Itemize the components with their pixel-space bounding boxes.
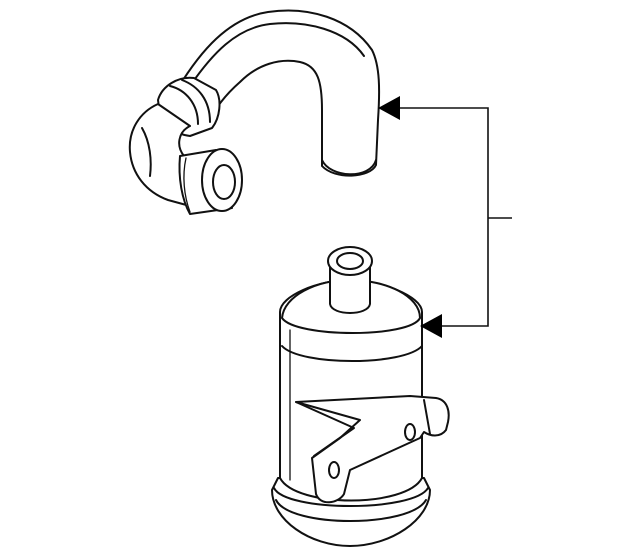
- canister-bracket-fold: [295, 401, 355, 457]
- hose-contour-line: [189, 22, 365, 87]
- canister-icon: [271, 246, 450, 547]
- hose-fitting-edge: [183, 157, 191, 213]
- leader-arrowhead-hose: [378, 96, 400, 120]
- canister-dome-seam: [281, 345, 423, 362]
- hose-collar-ring: [169, 85, 199, 125]
- canister-neck-bore: [336, 252, 364, 270]
- canister-base-ring-2: [273, 487, 429, 507]
- leader-arrowhead-canister: [420, 314, 442, 338]
- hose-tube: [177, 9, 381, 177]
- canister-bracket-hole-1: [328, 461, 340, 479]
- hose-collar-ring-2: [181, 79, 211, 123]
- hose-icon: [128, 9, 381, 215]
- canister-bracket-hole-2: [404, 423, 416, 441]
- canister-base-ring: [275, 499, 427, 522]
- leader-bracket-line: [400, 107, 489, 327]
- canister-bracket-tab: [423, 399, 431, 435]
- callout-leader: [378, 96, 512, 338]
- hose-elbow-crease: [141, 127, 152, 177]
- hose-fitting-bore: [212, 164, 236, 200]
- hose-end-opening: [321, 159, 377, 176]
- canister-neck: [329, 261, 371, 314]
